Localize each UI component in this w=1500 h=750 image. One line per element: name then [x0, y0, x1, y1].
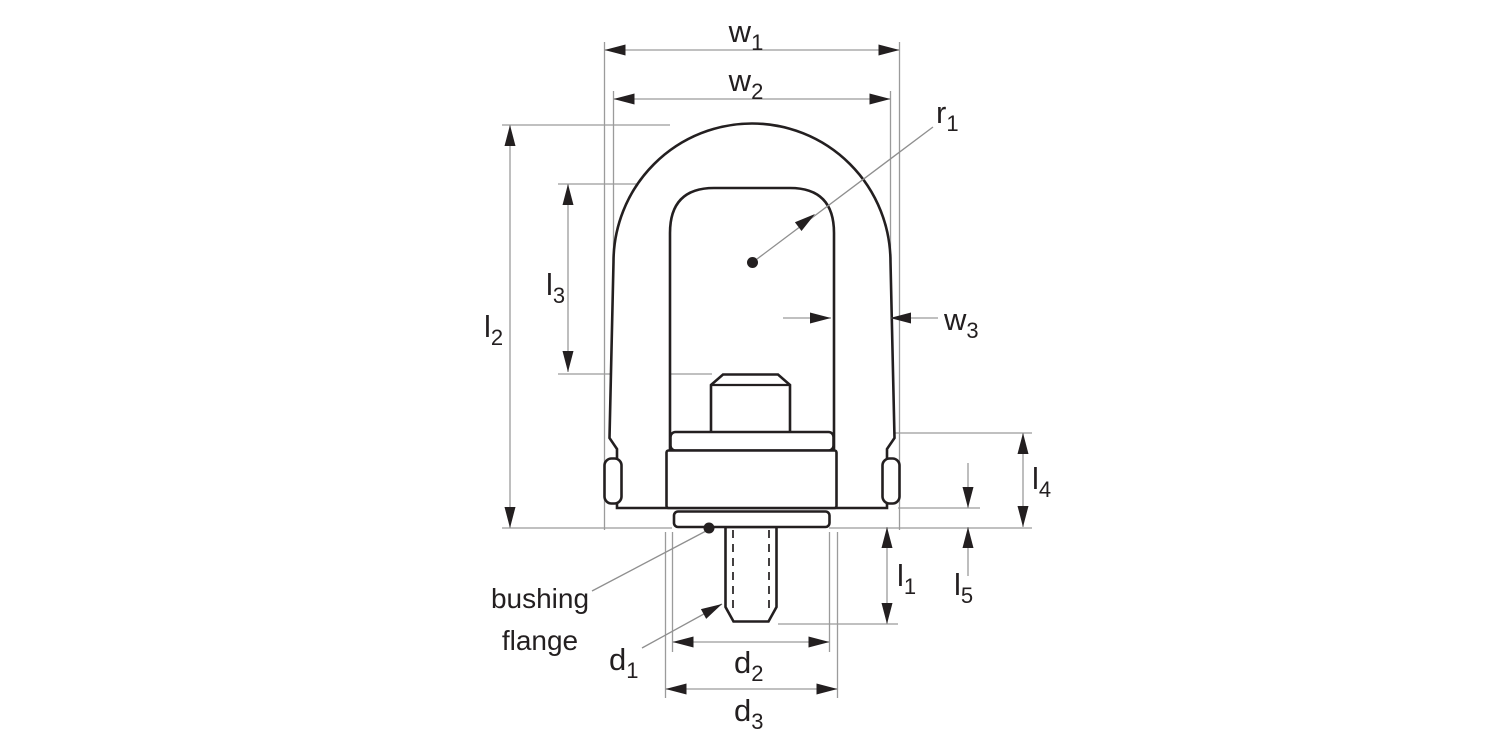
d3-arrow-right	[816, 683, 838, 695]
l1-label: l1	[897, 558, 916, 599]
l5-label: l5	[954, 567, 973, 608]
bushing-flange	[672, 510, 831, 529]
d2-label: d2	[734, 645, 764, 686]
dimension-labels: w1 w2 r1 l2 l3 w3 l4 l5 l1 d1 d2 d3 bush…	[484, 14, 1051, 734]
l4-arrow-bottom	[1017, 506, 1029, 527]
w2-label: w2	[728, 63, 764, 104]
part-outline	[603, 122, 901, 623]
l1-arrow-bottom	[881, 603, 893, 624]
r1-label: r1	[936, 95, 959, 136]
bushing-flange-dot	[703, 522, 715, 534]
bushing-flange-label-line2: flange	[502, 625, 578, 656]
bolt-head	[709, 373, 792, 435]
d2-arrow-right	[808, 636, 830, 648]
bail-outline	[608, 122, 896, 510]
l4-arrow-top	[1017, 433, 1029, 454]
r1-leader-arrow	[794, 214, 815, 232]
washer	[669, 430, 835, 452]
l2-label: l2	[484, 309, 503, 350]
l3-arrow-top	[562, 184, 574, 205]
bushing-flange-label-line1: bushing	[491, 583, 589, 614]
l3-label: l3	[546, 267, 565, 308]
l1-arrow-top	[881, 527, 893, 548]
w1-arrow-left	[604, 44, 626, 56]
d2-arrow-left	[672, 636, 694, 648]
d3-arrow-left	[665, 683, 687, 695]
l4-label: l4	[1032, 461, 1051, 502]
l3-arrow-bottom	[562, 351, 574, 372]
l5-arrow-bottom	[962, 527, 974, 548]
w1-arrow-right	[878, 44, 900, 56]
r1-center-dot	[747, 257, 758, 268]
w3-arrow-left	[810, 312, 831, 324]
w3-label: w3	[943, 302, 979, 343]
extension-lines	[502, 42, 1032, 698]
l2-arrow-bottom	[504, 507, 516, 528]
leader-bushing-flange	[591, 530, 707, 592]
w2-arrow-right	[869, 93, 891, 105]
l5-arrow-top	[962, 487, 974, 508]
d1-leader-arrow	[700, 604, 722, 619]
d1-label: d1	[609, 642, 639, 683]
side-tab-left	[603, 457, 623, 505]
d3-label: d3	[734, 693, 764, 734]
w2-arrow-left	[613, 93, 635, 105]
dimension-lines	[509, 49, 1024, 690]
bushing-body	[665, 449, 838, 510]
arrowheads	[504, 44, 1029, 695]
leader-r1	[752, 126, 934, 263]
side-tab-right	[881, 457, 901, 505]
w3-arrow-right	[890, 312, 911, 324]
w1-label: w1	[728, 14, 764, 55]
l2-arrow-top	[504, 125, 516, 146]
